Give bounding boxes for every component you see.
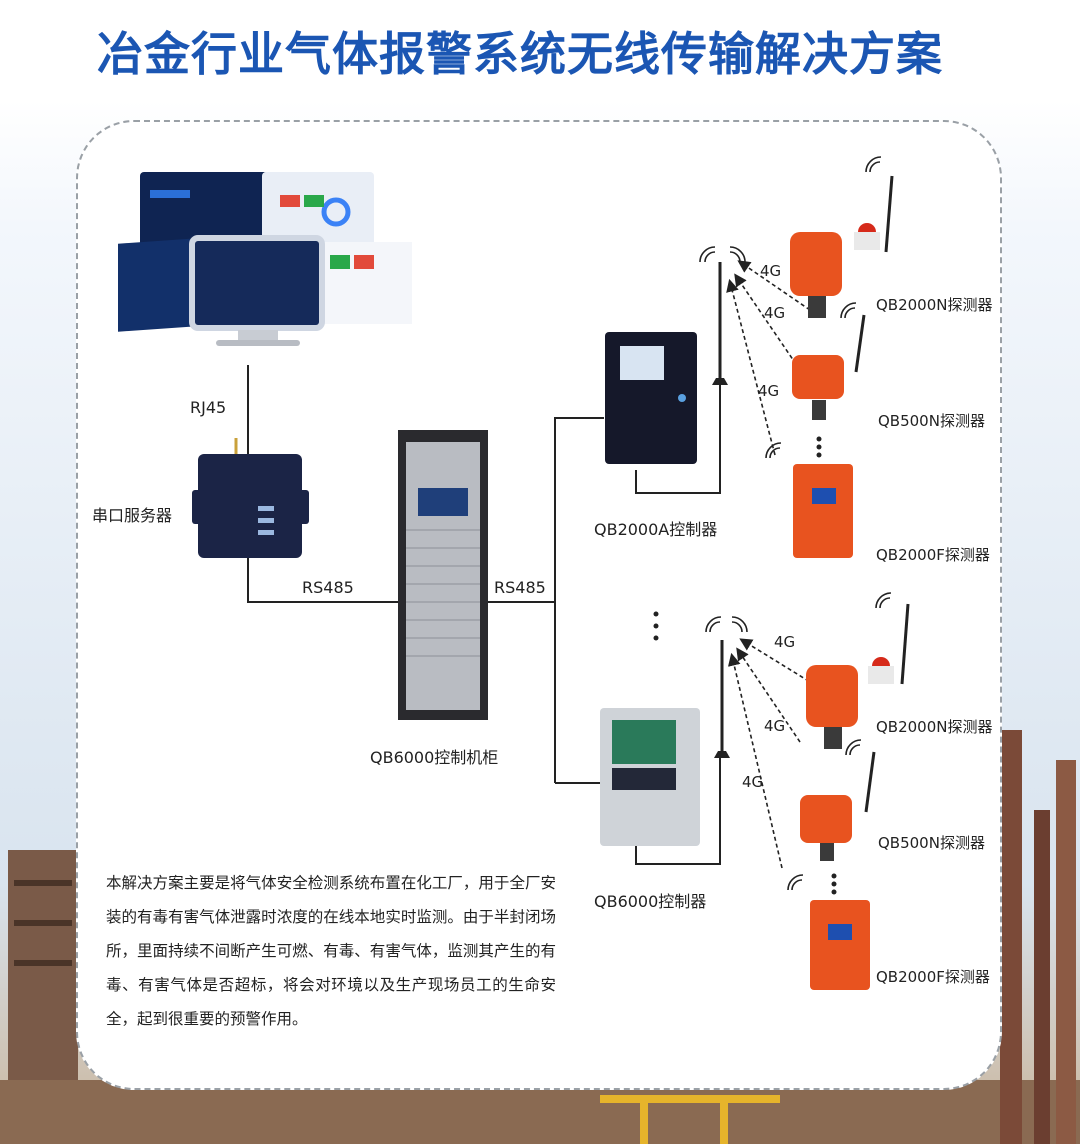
4g-label-1: 4G [760,262,782,280]
serial-server-device [192,438,309,558]
detector-qb2000f-top-label: QB2000F探测器 [876,546,990,564]
ellipsis-dots [653,436,837,895]
rs485-right-label: RS485 [494,578,546,597]
4g-label-4: 4G [774,633,796,651]
solution-description: 本解决方案主要是将气体安全检测系统布置在化工厂，用于全厂安装的有毒有害气体泄露时… [106,874,556,1028]
detector-qb2000n-bottom-label: QB2000N探测器 [876,718,993,736]
detector-qb2000n-top-label: QB2000N探测器 [876,296,993,314]
detector-qb2000f-bottom-label: QB2000F探测器 [876,968,990,986]
qb2000a-controller-device [605,332,697,464]
rs485-left-label: RS485 [302,578,354,597]
4g-label-3: 4G [758,382,780,400]
qb6000-controller-device [600,708,700,846]
controller-a-label: QB2000A控制器 [594,520,718,539]
4g-label-5: 4G [764,717,786,735]
wireless-links [726,260,816,869]
serial-server-label: 串口服务器 [92,506,173,525]
wifi-signal-icons [699,156,892,891]
monitoring-platform-screens [118,172,412,346]
cabinet-label: QB6000控制机柜 [370,748,499,767]
detectors [790,175,910,990]
control-cabinet [398,430,488,720]
detector-qb500n-bottom-label: QB500N探测器 [878,834,985,852]
detector-qb500n-top-label: QB500N探测器 [878,412,985,430]
4g-label-6: 4G [742,773,764,791]
rj45-label: RJ45 [190,398,227,417]
4g-label-2: 4G [764,304,786,322]
page-title: 冶金行业气体报警系统无线传输解决方案 [97,27,943,81]
controller-6000-label: QB6000控制器 [594,892,707,911]
antennas [718,262,724,758]
wiring [247,365,721,865]
